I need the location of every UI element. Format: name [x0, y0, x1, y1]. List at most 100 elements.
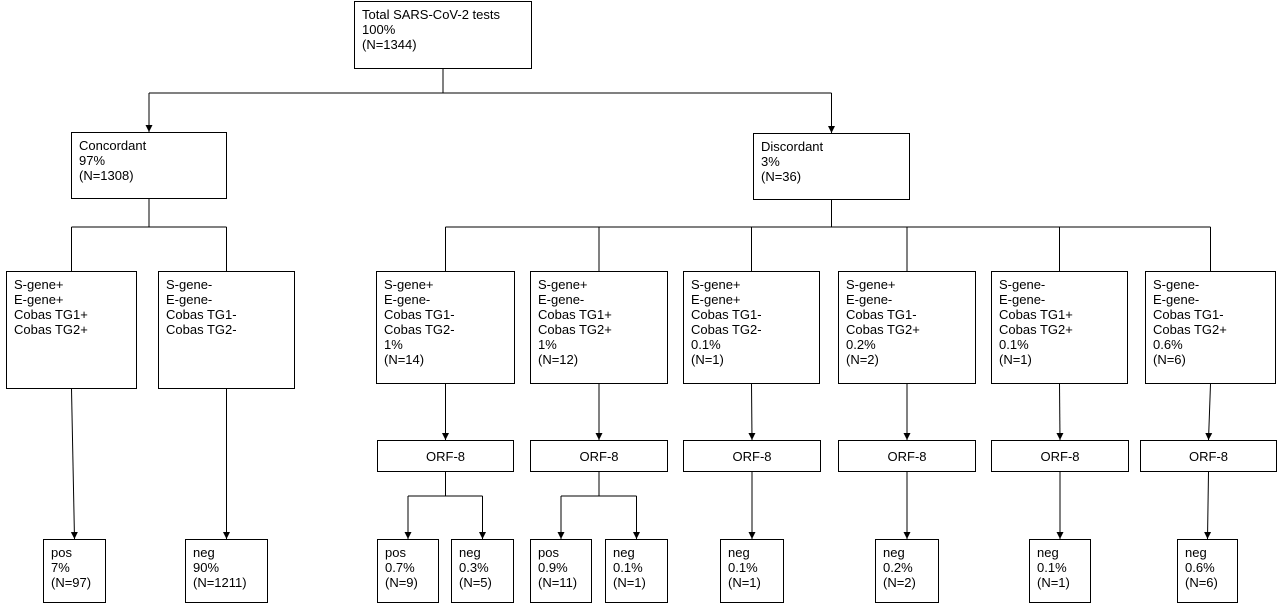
d5-profile-line-6: (N=1)	[999, 352, 1032, 367]
d4-profile-line-6: (N=2)	[846, 352, 879, 367]
c-pos-result-line-2: 7%	[51, 560, 70, 575]
d2-profile-box: S-gene+E-gene-Cobas TG1+Cobas TG2+1%(N=1…	[530, 271, 668, 384]
d1-profile-box: S-gene+E-gene-Cobas TG1-Cobas TG2-1%(N=1…	[376, 271, 515, 384]
concordant-line-1: Concordant	[79, 138, 147, 153]
d3-neg-result-line-2: 0.1%	[728, 560, 758, 575]
d3-profile-box: S-gene+E-gene+Cobas TG1-Cobas TG2-0.1%(N…	[683, 271, 820, 384]
d1-neg-result-line-1: neg	[459, 545, 481, 560]
d6-profile-line-1: S-gene-	[1153, 277, 1200, 292]
d6-profile-to-d6-orf8-connector	[1205, 383, 1213, 441]
c-pos-result-line-3: (N=97)	[51, 575, 92, 590]
d5-profile-line-3: Cobas TG1+	[999, 307, 1073, 322]
d6-orf8-line-1: ORF-8	[1189, 448, 1228, 464]
d4-profile-line-4: Cobas TG2+	[846, 322, 920, 337]
d6-profile-box: S-gene-E-gene-Cobas TG1-Cobas TG2+0.6%(N…	[1145, 271, 1276, 384]
c-pos-profile-line-1: S-gene+	[14, 277, 64, 292]
d1-neg-result-line-3: (N=5)	[459, 575, 492, 590]
d6-neg-result-line-2: 0.6%	[1185, 560, 1215, 575]
d2-neg-result-line-2: 0.1%	[613, 560, 643, 575]
d1-pos-result-line-3: (N=9)	[385, 575, 418, 590]
concordant-line-3: (N=1308)	[79, 168, 134, 183]
d5-profile-line-1: S-gene-	[999, 277, 1046, 292]
d6-profile-line-6: (N=6)	[1153, 352, 1186, 367]
d2-profile-line-6: (N=12)	[538, 352, 579, 367]
d1-pos-result-line-2: 0.7%	[385, 560, 415, 575]
c-pos-result-line-1: pos	[51, 545, 72, 560]
d1-profile-line-4: Cobas TG2-	[384, 322, 455, 337]
d5-profile-line-2: E-gene-	[999, 292, 1046, 307]
d4-orf8-line-1: ORF-8	[887, 448, 927, 464]
d5-orf8-box: ORF-8	[991, 440, 1129, 472]
d3-orf8-line-1: ORF-8	[732, 448, 772, 464]
d4-neg-result-line-1: neg	[883, 545, 905, 560]
d6-neg-result-line-1: neg	[1185, 545, 1207, 560]
d1-orf8-line-1: ORF-8	[426, 448, 465, 464]
d6-profile-line-3: Cobas TG1-	[1153, 307, 1224, 322]
c-pos-profile-to-c-pos-result-connector	[70, 388, 78, 540]
root-line-2: 100%	[362, 22, 396, 37]
d2-pos-result-line-3: (N=11)	[538, 575, 578, 590]
d1-profile-line-3: Cobas TG1-	[384, 307, 455, 322]
d2-profile-line-2: E-gene-	[538, 292, 585, 307]
d5-profile-line-5: 0.1%	[999, 337, 1029, 352]
d6-orf8-box: ORF-8	[1140, 440, 1277, 472]
d2-profile-line-3: Cobas TG1+	[538, 307, 612, 322]
discordant-line-1: Discordant	[761, 139, 824, 154]
c-pos-profile-line-2: E-gene+	[14, 292, 64, 307]
d4-neg-result-line-2: 0.2%	[883, 560, 913, 575]
d6-profile-line-5: 0.6%	[1153, 337, 1183, 352]
discordant-line-3: (N=36)	[761, 169, 802, 184]
d5-neg-result-line-1: neg	[1037, 545, 1059, 560]
d1-profile-line-6: (N=14)	[384, 352, 425, 367]
d2-orf8-line-1: ORF-8	[579, 448, 619, 464]
d2-profile-line-1: S-gene+	[538, 277, 588, 292]
d6-profile-line-2: E-gene-	[1153, 292, 1200, 307]
c-pos-profile-line-4: Cobas TG2+	[14, 322, 88, 337]
d2-orf8-box: ORF-8	[530, 440, 668, 472]
c-neg-profile-line-4: Cobas TG2-	[166, 322, 237, 337]
discordant-line-2: 3%	[761, 154, 780, 169]
d2-pos-result-line-2: 0.9%	[538, 560, 568, 575]
d4-neg-result-line-3: (N=2)	[883, 575, 916, 590]
d3-profile-line-1: S-gene+	[691, 277, 741, 292]
root-line-1: Total SARS-CoV-2 tests	[362, 7, 500, 22]
c-neg-result-line-1: neg	[193, 545, 215, 560]
c-neg-result-line-2: 90%	[193, 560, 220, 575]
d1-orf8-box: ORF-8	[377, 440, 514, 472]
c-neg-profile-box: S-gene-E-gene-Cobas TG1-Cobas TG2-	[158, 271, 295, 389]
c-neg-profile-line-1: S-gene-	[166, 277, 213, 292]
d1-profile-line-2: E-gene-	[384, 292, 431, 307]
d5-profile-to-d5-orf8-connector	[1056, 383, 1064, 441]
d5-neg-result-line-2: 0.1%	[1037, 560, 1067, 575]
concordant-line-2: 97%	[79, 153, 106, 168]
c-pos-profile-line-3: Cobas TG1+	[14, 307, 88, 322]
d3-profile-to-d3-orf8-connector	[748, 383, 756, 441]
d5-profile-box: S-gene-E-gene-Cobas TG1+Cobas TG2+0.1%(N…	[991, 271, 1128, 384]
d1-profile-line-5: 1%	[384, 337, 403, 352]
d1-profile-line-1: S-gene+	[384, 277, 434, 292]
d2-profile-line-5: 1%	[538, 337, 557, 352]
d5-neg-result-line-3: (N=1)	[1037, 575, 1070, 590]
d5-orf8-line-1: ORF-8	[1040, 448, 1080, 464]
c-neg-profile-line-2: E-gene-	[166, 292, 213, 307]
d2-profile-line-4: Cobas TG2+	[538, 322, 612, 337]
d5-profile-line-4: Cobas TG2+	[999, 322, 1073, 337]
d6-neg-result-line-3: (N=6)	[1185, 575, 1218, 590]
d6-orf8-to-d6-neg-result-connector	[1204, 471, 1212, 540]
d1-pos-result-line-1: pos	[385, 545, 406, 560]
d4-profile-line-3: Cobas TG1-	[846, 307, 917, 322]
d2-pos-result-line-1: pos	[538, 545, 559, 560]
d2-neg-result-line-3: (N=1)	[613, 575, 646, 590]
